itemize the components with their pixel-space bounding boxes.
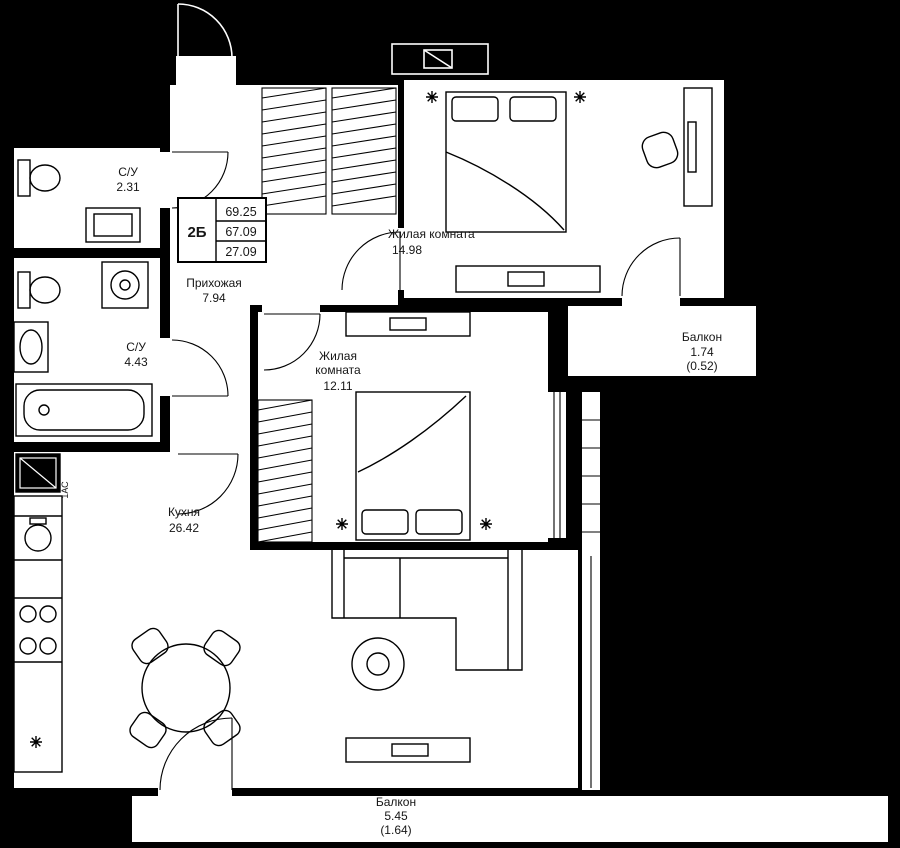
balcony-right-area-coeff: (0.52) bbox=[686, 359, 717, 373]
area-rooms-value: 27.09 bbox=[225, 245, 256, 259]
room-bathroom-large bbox=[14, 258, 160, 442]
closet-right-icon bbox=[331, 87, 397, 215]
kitchen-area: 26.42 bbox=[169, 521, 199, 535]
room-kitchen bbox=[14, 452, 578, 788]
bathroom-large-area: 4.43 bbox=[124, 355, 148, 369]
door-bath-large-icon bbox=[171, 339, 229, 397]
coffee-table-icon bbox=[351, 637, 405, 691]
door-opening-balcony-bottom bbox=[158, 784, 232, 798]
hall-closets bbox=[261, 87, 397, 215]
door-opening-bedroom-top bbox=[396, 228, 408, 290]
door-opening-balcony-right bbox=[622, 294, 680, 308]
room-balcony-right bbox=[568, 306, 756, 376]
room-floors bbox=[14, 56, 888, 842]
bed-top-icon bbox=[445, 91, 567, 233]
room-bedroom-top bbox=[404, 80, 724, 298]
balcony-right-name: Балкон bbox=[682, 330, 722, 344]
toilet-icon bbox=[17, 159, 61, 197]
balcony-bottom-area: 5.45 bbox=[384, 809, 408, 823]
shaft-label: 1АС bbox=[60, 481, 70, 499]
sconce-star-icon bbox=[480, 518, 492, 530]
sink-cabinet-icon bbox=[85, 207, 141, 243]
kitchen-name: Кухня bbox=[168, 505, 200, 519]
bathroom-small-area: 2.31 bbox=[116, 180, 140, 194]
bedroom-mid-name-line2: комната bbox=[315, 363, 361, 377]
room-bedroom-mid bbox=[258, 312, 548, 542]
room-labels: С/У 2.31 С/У 4.43 Прихожая 7.94 Жилая ко… bbox=[60, 165, 722, 837]
tv-stand-mid-icon bbox=[345, 311, 471, 337]
balcony-bottom-name: Балкон bbox=[376, 795, 416, 809]
kitchen-furniture bbox=[13, 453, 523, 773]
door-balcony-bottom-icon bbox=[159, 717, 233, 791]
tv-stand-living-icon bbox=[345, 737, 471, 763]
hallway-area: 7.94 bbox=[202, 291, 226, 305]
kitchen-sink-icon bbox=[24, 517, 52, 552]
sconce-star-icon bbox=[574, 91, 586, 103]
apartment-type-label: 2Б bbox=[187, 224, 206, 241]
bedroom-top-area: 14.98 bbox=[392, 243, 422, 257]
kitchen-counter-icon bbox=[13, 495, 63, 773]
bathtub-icon bbox=[15, 383, 153, 437]
dining-table-icon bbox=[141, 643, 231, 733]
bathroom-small-furniture bbox=[17, 159, 141, 243]
bedroom-mid-name-line1: Жилая bbox=[319, 349, 357, 363]
area-living-value: 67.09 bbox=[225, 225, 256, 239]
door-opening-bath-large bbox=[158, 338, 172, 396]
toilet2-icon bbox=[17, 271, 61, 309]
balcony-right-area: 1.74 bbox=[690, 345, 714, 359]
dining-chair-icon bbox=[131, 627, 169, 665]
window-glazing-lines bbox=[553, 392, 600, 788]
bathroom-large-name: С/У bbox=[126, 340, 146, 354]
desk-icon bbox=[683, 87, 713, 207]
bathroom-large-furniture bbox=[13, 261, 153, 437]
sconce-star-icon bbox=[336, 518, 348, 530]
bathroom-small-name: С/У bbox=[118, 165, 138, 179]
sconce-star-icon bbox=[426, 91, 438, 103]
dining-chair-icon bbox=[129, 711, 167, 749]
balcony-bottom-area-coeff: (1.64) bbox=[380, 823, 411, 837]
window-bedroom-mid bbox=[548, 392, 566, 538]
sconce-star-icon bbox=[30, 736, 42, 748]
vent-shaft-top-icon bbox=[391, 43, 489, 75]
sofa-icon bbox=[331, 545, 523, 671]
vent-shaft-kitchen-icon bbox=[15, 453, 61, 493]
bed-mid-icon bbox=[355, 391, 471, 541]
door-bedroom-top-icon bbox=[341, 231, 401, 291]
closet-left-icon bbox=[261, 87, 327, 215]
room-hallway-top bbox=[170, 85, 398, 305]
washing-machine-icon bbox=[101, 261, 149, 309]
dining-chair-icon bbox=[203, 629, 241, 667]
washbasin-icon bbox=[13, 321, 49, 373]
room-balcony-bottom bbox=[132, 796, 888, 842]
bedroom-mid-area: 12.11 bbox=[323, 379, 352, 393]
desk-chair-icon bbox=[641, 131, 679, 169]
bedroom-mid-furniture bbox=[257, 311, 492, 543]
door-opening-bedroom-mid bbox=[262, 303, 320, 315]
apartment-info-box: 2Б 69.25 67.09 27.09 bbox=[177, 197, 267, 263]
bedroom-top-furniture bbox=[426, 87, 713, 293]
room-hallway-bottom bbox=[170, 305, 250, 452]
hallway-name: Прихожая bbox=[186, 276, 242, 290]
door-opening-entrance bbox=[176, 56, 236, 88]
entrance-door-icon bbox=[177, 3, 233, 59]
room-bathroom-small bbox=[14, 148, 160, 248]
bedroom-top-name: Жилая комната bbox=[388, 227, 475, 241]
door-balcony-right-icon bbox=[621, 237, 681, 297]
stove-icon bbox=[19, 605, 57, 655]
door-opening-bath-small bbox=[158, 152, 172, 208]
wardrobe-icon bbox=[257, 399, 313, 543]
dresser-icon bbox=[455, 265, 601, 293]
dining-chair-icon bbox=[203, 709, 241, 747]
door-kitchen-icon bbox=[177, 453, 239, 515]
door-bedroom-mid-icon bbox=[263, 313, 321, 371]
area-total-value: 69.25 bbox=[225, 205, 256, 219]
